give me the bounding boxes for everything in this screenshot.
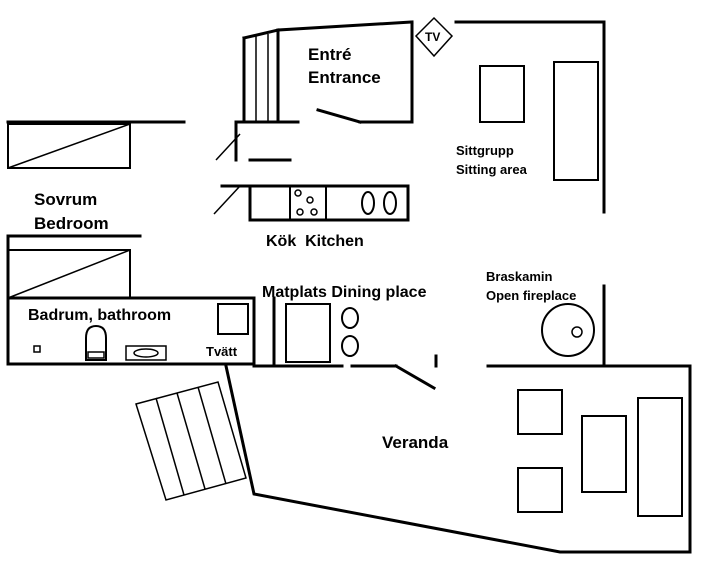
bathroom-label: Badrum, bathroom: [28, 307, 171, 324]
fireplace: [541, 303, 595, 357]
entrance-door: [316, 108, 362, 124]
laundry-label: Tvätt: [206, 344, 238, 359]
entrance-label-sv: Entré: [308, 45, 351, 64]
sitting-label-sv: Sittgrupp: [456, 143, 514, 158]
dining-table: [285, 303, 331, 363]
bed-upper: [7, 123, 131, 169]
toilet: [85, 324, 107, 361]
kitchen-door-lower: [213, 185, 241, 215]
fireplace-stove: [541, 303, 595, 357]
fireplace-label-sv: Braskamin: [486, 269, 553, 284]
drain: [33, 345, 41, 353]
sitting-area: [454, 20, 606, 214]
veranda: [224, 364, 692, 554]
bathroom: [6, 234, 202, 366]
entrance-label-en: Entrance: [308, 68, 381, 87]
bedroom: [6, 120, 186, 299]
washbasin: [125, 345, 167, 361]
bedroom-label-en: Bedroom: [34, 214, 109, 233]
veranda-label: Veranda: [382, 433, 449, 452]
chair-upper: [341, 307, 359, 329]
exterior-stairs: [135, 381, 247, 501]
kitchen: [213, 120, 410, 222]
entrance-area: [234, 20, 414, 124]
washing-machine: [217, 303, 249, 335]
dining-area: [252, 296, 359, 368]
sofa: [553, 61, 599, 181]
bedroom-label-sv: Sovrum: [34, 190, 97, 209]
fireplace-label-en: Open fireplace: [486, 288, 576, 303]
veranda-table-1: [517, 389, 563, 435]
tv-label: TV: [425, 30, 440, 44]
sink-left: [361, 191, 375, 215]
sink-right: [383, 191, 397, 215]
kitchen-door-upper: [215, 133, 241, 161]
laundry: [198, 296, 256, 366]
chair-lower: [341, 335, 359, 357]
dining-label: Matplats Dining place: [262, 284, 427, 301]
kitchen-label: Kök Kitchen: [266, 233, 364, 250]
veranda-door: [350, 284, 606, 391]
armchair: [479, 65, 525, 123]
sitting-label-en: Sitting area: [456, 162, 528, 177]
veranda-sofa: [637, 397, 683, 517]
veranda-table-2: [517, 467, 563, 513]
tv-icon: [414, 16, 454, 58]
veranda-bench: [581, 415, 627, 493]
